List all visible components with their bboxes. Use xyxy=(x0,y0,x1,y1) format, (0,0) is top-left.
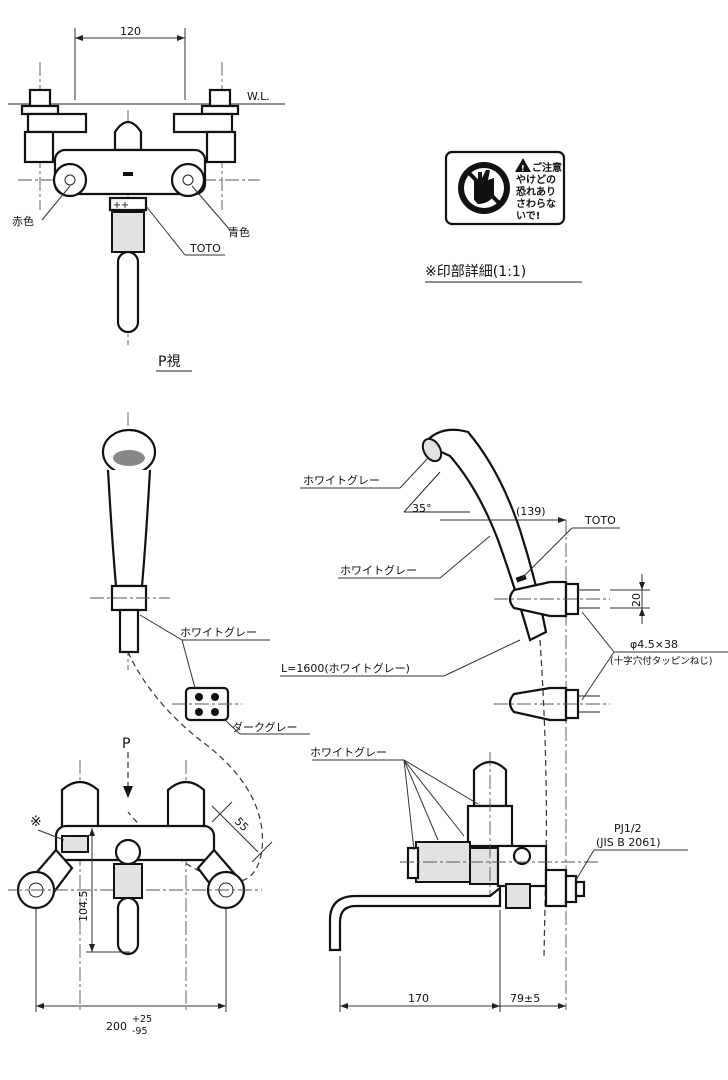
white-gray-label-4: ホワイトグレー xyxy=(310,745,387,759)
warning-line4: さわらな xyxy=(516,198,556,210)
no-touch-hand-icon xyxy=(458,162,510,214)
white-gray-label-1: ホワイトグレー xyxy=(180,625,257,639)
p-arrow-label: P xyxy=(122,736,130,752)
hose-label: L=1600(ホワイトグレー) xyxy=(281,661,410,675)
warning-line5: いで! xyxy=(516,210,540,222)
dimension-200-plus: +25 xyxy=(132,1014,152,1025)
dimension-170: 170 xyxy=(408,992,429,1005)
water-level-label: W.L. xyxy=(247,90,270,103)
white-gray-label-2: ホワイトグレー xyxy=(303,473,380,487)
dimension-20: 20 xyxy=(630,593,643,607)
top-view: 120 W.L. ++ xyxy=(8,25,285,372)
warning-line2: やけどの xyxy=(516,173,556,186)
angle-35: 35° xyxy=(412,502,432,515)
asterisk-mark: ※ xyxy=(30,814,42,830)
dark-gray-label: ダークグレー xyxy=(232,720,298,734)
dimension-139: (139) xyxy=(516,505,546,518)
print-detail: ! ご注意 やけどの 恐れあり さわらな いで! ※印部詳細(1:1) xyxy=(425,150,582,283)
front-view: ホワイトグレー ダークグレー P ※ 10 xyxy=(8,412,310,1037)
dimension-79: 79±5 xyxy=(510,992,540,1005)
screw-type-label: (十字穴付タッピンねじ) xyxy=(610,655,712,667)
screw-size-label: φ4.5×38 xyxy=(630,638,678,651)
caution-triangle-icon: ! xyxy=(515,158,531,173)
svg-text:!: ! xyxy=(521,164,525,173)
dimension-200-minus: -95 xyxy=(132,1026,148,1037)
red-label: 赤色 xyxy=(12,214,34,228)
blue-label: 青色 xyxy=(228,225,250,239)
jis-label: (JIS B 2061) xyxy=(596,836,661,849)
side-view: 35° (139) TOTO 20 φ4.5×38 xyxy=(280,428,728,1012)
white-gray-label-3: ホワイトグレー xyxy=(340,563,417,577)
toto-side-label: TOTO xyxy=(584,514,616,527)
dimension-120: 120 xyxy=(120,25,141,38)
dimension-200: 200 xyxy=(106,1020,127,1033)
pj-label: PJ1/2 xyxy=(614,822,642,835)
p-view-title: P視 xyxy=(158,354,180,370)
dimension-55: 55 xyxy=(232,815,251,834)
dimension-104-5: 104.5 xyxy=(77,891,90,923)
print-detail-caption: ※印部詳細(1:1) xyxy=(425,264,526,280)
warning-caution: ご注意 xyxy=(532,161,562,174)
toto-top-label: TOTO xyxy=(189,242,221,255)
svg-text:++: ++ xyxy=(113,200,129,211)
warning-line3: 恐れあり xyxy=(516,185,556,198)
